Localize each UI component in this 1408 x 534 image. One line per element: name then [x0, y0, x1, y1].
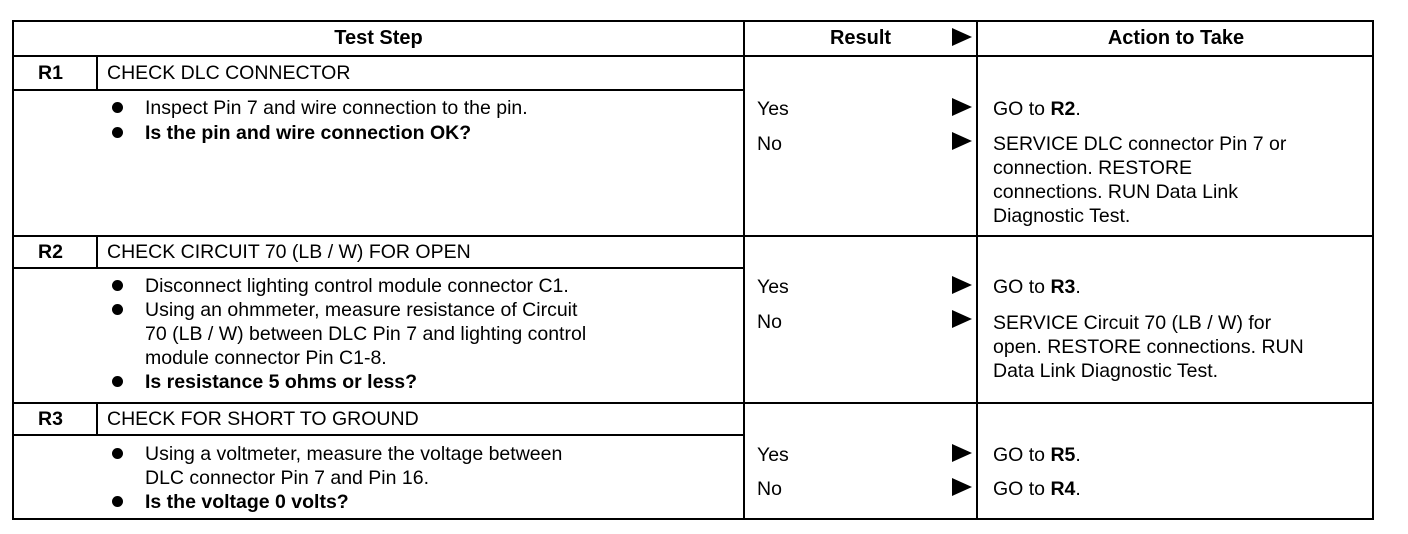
- r2-title-underline: [12, 267, 745, 269]
- r1-bullet-1-icon: [112, 102, 123, 113]
- r1-title-underline: [12, 89, 745, 91]
- r1-action-no-1: SERVICE DLC connector Pin 7 or: [993, 133, 1287, 155]
- r3-step-3: Is the voltage 0 volts?: [145, 491, 349, 513]
- r2-id-divider: [96, 236, 98, 269]
- r3-title: CHECK FOR SHORT TO GROUND: [107, 408, 419, 430]
- divider-action-left: [976, 20, 978, 520]
- r2-action-no-3: Data Link Diagnostic Test.: [993, 360, 1219, 382]
- r1-action-yes-prefix: GO to: [993, 98, 1051, 120]
- r2-result-no: No: [757, 311, 782, 333]
- divider-result-left: [743, 20, 745, 520]
- r1-id: R1: [38, 62, 63, 84]
- r2-action-no-2: open. RESTORE connections. RUN: [993, 336, 1304, 358]
- r2-yes-arrow-icon: [952, 276, 972, 294]
- r2-action-yes-suffix: .: [1075, 276, 1081, 298]
- r3-action-no-target: R4: [1050, 478, 1076, 500]
- r2-bullet-2-icon: [112, 304, 123, 315]
- diagnostic-table: [12, 20, 1374, 520]
- r2-step-2: Using an ohmmeter, measure resistance of…: [145, 299, 578, 321]
- r3-title-underline: [12, 434, 745, 436]
- r3-step-1: Using a voltmeter, measure the voltage b…: [145, 443, 563, 465]
- r3-result-no: No: [757, 478, 782, 500]
- r1-step-1: Inspect Pin 7 and wire connection to the…: [145, 97, 528, 119]
- r3-bullet-2-icon: [112, 496, 123, 507]
- r2-bullet-1-icon: [112, 280, 123, 291]
- r1-action-no-2: connection. RESTORE: [993, 157, 1193, 179]
- r2-step-1: Disconnect lighting control module conne…: [145, 275, 569, 297]
- r2-id: R2: [38, 241, 63, 263]
- row-separator-r2: [12, 235, 1374, 237]
- r2-step-3: 70 (LB / W) between DLC Pin 7 and lighti…: [145, 323, 587, 345]
- r1-action-no-4: Diagnostic Test.: [993, 205, 1131, 227]
- r3-no-arrow-icon: [952, 478, 972, 496]
- r2-action-yes-prefix: GO to: [993, 276, 1051, 298]
- r3-id: R3: [38, 408, 63, 430]
- header-test-step: Test Step: [334, 27, 423, 49]
- r3-step-2: DLC connector Pin 7 and Pin 16.: [145, 467, 430, 489]
- r2-step-4: module connector Pin C1-8.: [145, 347, 387, 369]
- r2-action-yes-target: R3: [1050, 276, 1076, 298]
- r3-action-yes-target: R5: [1050, 444, 1076, 466]
- r1-action-yes-suffix: .: [1075, 98, 1081, 120]
- r2-step-5: Is resistance 5 ohms or less?: [145, 371, 418, 393]
- r1-result-yes: Yes: [757, 98, 789, 120]
- header-action: Action to Take: [1107, 27, 1245, 49]
- r1-no-arrow-icon: [952, 132, 972, 150]
- r3-action-no-prefix: GO to: [993, 478, 1051, 500]
- r3-action-yes-suffix: .: [1075, 444, 1081, 466]
- r3-result-yes: Yes: [757, 444, 789, 466]
- r3-id-divider: [96, 403, 98, 436]
- header-arrow-icon: [952, 28, 972, 46]
- r3-bullet-1-icon: [112, 448, 123, 459]
- r1-action-yes-target: R2: [1050, 98, 1076, 120]
- r2-bullet-3-icon: [112, 376, 123, 387]
- r2-action-yes: GO to R3.: [993, 275, 1081, 300]
- r1-bullet-2-icon: [112, 127, 123, 138]
- r3-action-yes-prefix: GO to: [993, 444, 1051, 466]
- r3-yes-arrow-icon: [952, 444, 972, 462]
- r1-yes-arrow-icon: [952, 98, 972, 116]
- r1-action-no-3: connections. RUN Data Link: [993, 181, 1238, 203]
- r1-title: CHECK DLC CONNECTOR: [107, 62, 351, 84]
- r3-action-no: GO to R4.: [993, 477, 1081, 502]
- r1-action-yes: GO to R2.: [993, 97, 1081, 122]
- header-divider: [12, 55, 1374, 57]
- r1-result-no: No: [757, 133, 782, 155]
- r3-action-yes: GO to R5.: [993, 443, 1081, 468]
- r2-title: CHECK CIRCUIT 70 (LB / W) FOR OPEN: [107, 241, 471, 263]
- r2-action-no-1: SERVICE Circuit 70 (LB / W) for: [993, 312, 1272, 334]
- row-separator-r3: [12, 402, 1374, 404]
- r1-id-divider: [96, 56, 98, 91]
- r2-no-arrow-icon: [952, 310, 972, 328]
- r2-result-yes: Yes: [757, 276, 789, 298]
- header-result: Result: [829, 27, 892, 49]
- r1-step-2: Is the pin and wire connection OK?: [145, 122, 472, 144]
- r3-action-no-suffix: .: [1075, 478, 1081, 500]
